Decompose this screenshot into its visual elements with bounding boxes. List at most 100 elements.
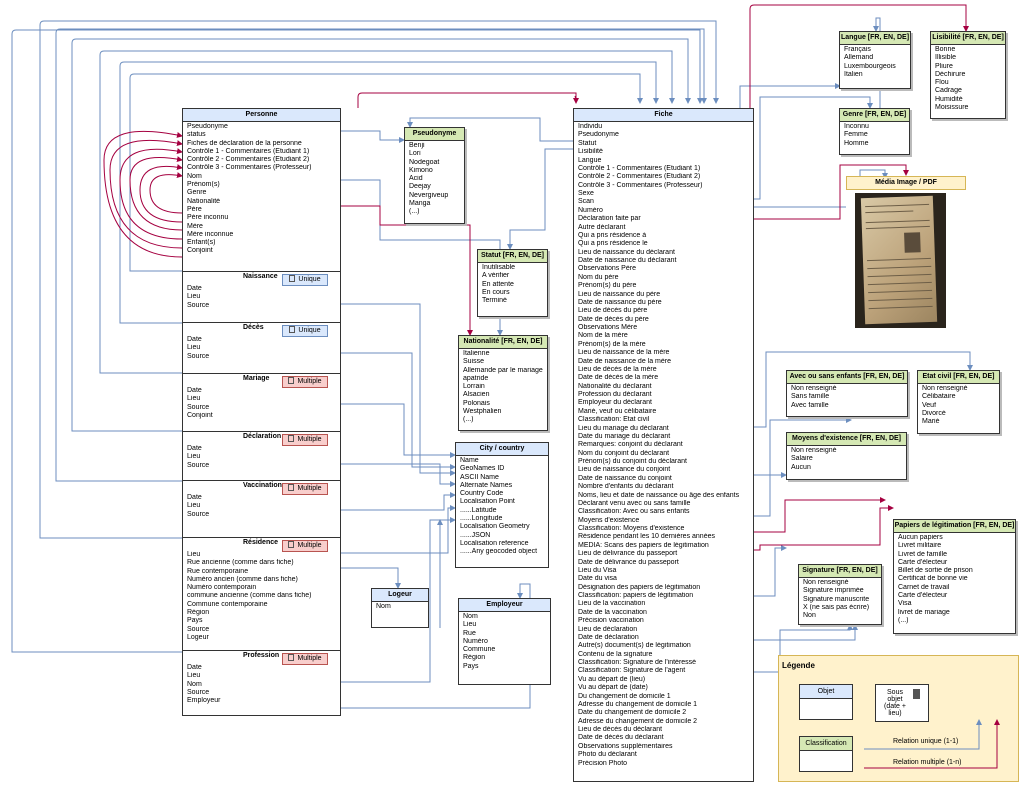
fiche-item: Lieu du Visa	[578, 566, 617, 574]
fiche-item: Contrôle 1 - Commentaires (Etudiant 1)	[578, 164, 701, 172]
enfants-item: Avec famille	[791, 401, 829, 409]
nationalite-item: (...)	[463, 416, 474, 424]
fiche-item: Lieu de déclaration	[578, 625, 638, 633]
fiche-item: Observations Mère	[578, 324, 638, 331]
section-field: Date	[187, 285, 202, 292]
fiche-item: Date du visa	[578, 575, 617, 583]
city-title: City / country	[456, 443, 548, 456]
fiche-item: Photo du déclarant	[578, 751, 637, 759]
etatcivil-item: Non renseigné	[922, 385, 968, 392]
section-field: Source	[187, 301, 210, 309]
pseudonyme-item: Deejay	[409, 183, 431, 191]
city-item: Localisation Point	[460, 498, 515, 506]
cardinality-badge: Multiple	[282, 434, 328, 446]
statut-item: En attente	[482, 280, 514, 288]
personne-field: Prénom(s)	[187, 181, 220, 189]
city-item: Localisation Geometry	[460, 523, 530, 531]
fiche-item: Scan	[578, 198, 594, 206]
employeur-item: Numéro	[463, 637, 488, 645]
fiche-item: Résidence pendant les 10 dernières année…	[578, 533, 715, 541]
fiche-item: Lieu de naissance du conjoint	[578, 466, 671, 474]
pseudonyme-item: Manga	[409, 200, 431, 208]
fiche-item: Observations Père	[578, 265, 636, 273]
papiers-item: Billet de sortie de prison	[898, 567, 973, 575]
fiche-item: Adresse du changement de domicile 1	[578, 700, 698, 708]
lisibilite-item: Moisissure	[935, 104, 969, 112]
statut-item: A vérifier	[482, 272, 510, 280]
fiche-item: Lieu de naissance du déclarant	[578, 248, 675, 256]
genre-item: Femme	[844, 131, 868, 139]
fiche-item: Adresse du changement de domicile 2	[578, 717, 698, 725]
statut-item: Terminé	[482, 297, 507, 305]
fiche-item: Date de naissance du déclarant	[578, 257, 677, 264]
section-field: Source	[187, 510, 210, 518]
pseudonyme-title: Pseudonyme	[405, 128, 464, 141]
fiche-item: Du changement de domicile 1	[578, 692, 671, 700]
fiche-item: Nom de la mère	[578, 332, 628, 340]
genre-item: Homme	[844, 139, 869, 147]
section-field: Date	[187, 387, 202, 394]
fiche-item: Moyens d'existence	[578, 516, 640, 524]
fiche-item: Langue	[578, 156, 602, 164]
fiche-item: Autre déclarant	[578, 223, 626, 231]
signature-item: Signature manuscrite	[803, 595, 870, 603]
fiche-item: Lisibilité	[578, 148, 603, 156]
section-field: Lieu	[187, 344, 201, 352]
section-field: Lieu	[187, 551, 201, 558]
moyens-classification: Moyens d'existence [FR, EN, DE] Non rens…	[786, 432, 907, 480]
badge-label: Multiple	[297, 542, 322, 549]
moyens-item: Non renseigné	[791, 447, 837, 454]
fiche-item: Lieu de décès du père	[578, 307, 648, 315]
fiche-item: Qui a pris résidence le	[578, 240, 648, 248]
pseudonyme-item: Benji	[409, 142, 425, 149]
fiche-item: Classification: Signature de l'agent	[578, 667, 686, 675]
section-title: Mariage	[243, 375, 270, 382]
personne-field: status	[187, 131, 206, 139]
section-field: Source	[187, 688, 210, 696]
fiche-item: Lieu de naissance de la mère	[578, 349, 670, 357]
langue-item: Allemand	[844, 54, 874, 62]
pseudonyme-item: Nodegoat	[409, 158, 440, 166]
fiche-item: Précision Photo	[578, 759, 628, 767]
city-item: Name	[460, 457, 479, 464]
nationalite-item: Polonais	[463, 399, 490, 407]
papiers-item: Carte d'électeur	[898, 558, 948, 566]
etatcivil-item: Veuf	[922, 401, 937, 409]
cardinality-badge: Unique	[282, 274, 328, 286]
genre-item: Inconnu	[844, 123, 869, 130]
legend-objet-swatch: Objet	[799, 684, 853, 720]
papiers-item: Carnet de travail	[898, 583, 950, 591]
personne-field: Contrôle 3 - Commentaires (Professeur)	[187, 164, 312, 172]
component-icon	[288, 484, 295, 491]
pseudonyme-item: (...)	[409, 208, 420, 216]
signature-item: Signature imprimée	[803, 587, 864, 595]
nationalite-item: Italienne	[463, 350, 490, 357]
fiche-item: Individu	[578, 123, 603, 130]
section-field: Source	[187, 461, 210, 469]
component-icon	[288, 377, 295, 384]
badge-label: Multiple	[297, 655, 322, 662]
fiche-item: MEDIA: Scans des papiers de légitimation	[578, 541, 709, 549]
nationalite-title: Nationalité [FR, EN, DE]	[459, 336, 547, 349]
nationalite-item: Lorrain	[463, 383, 485, 391]
employeur-item: Rue	[463, 629, 476, 637]
fiche-item: Noms, lieu et date de naissance ou âge d…	[578, 491, 740, 499]
fiche-item: Date de décès du père	[578, 315, 649, 323]
section-title: Résidence	[243, 539, 279, 546]
fiche-item: Prénom(s) du conjoint du déclarant	[578, 458, 687, 465]
fiche-item: Employeur du déclarant	[578, 399, 652, 407]
section-title: Décès	[243, 324, 264, 331]
lisibilite-item: Pliure	[935, 62, 953, 70]
fiche-item: Remarques: conjoint du déclarant	[578, 441, 683, 449]
badge-label: Unique	[298, 327, 321, 334]
